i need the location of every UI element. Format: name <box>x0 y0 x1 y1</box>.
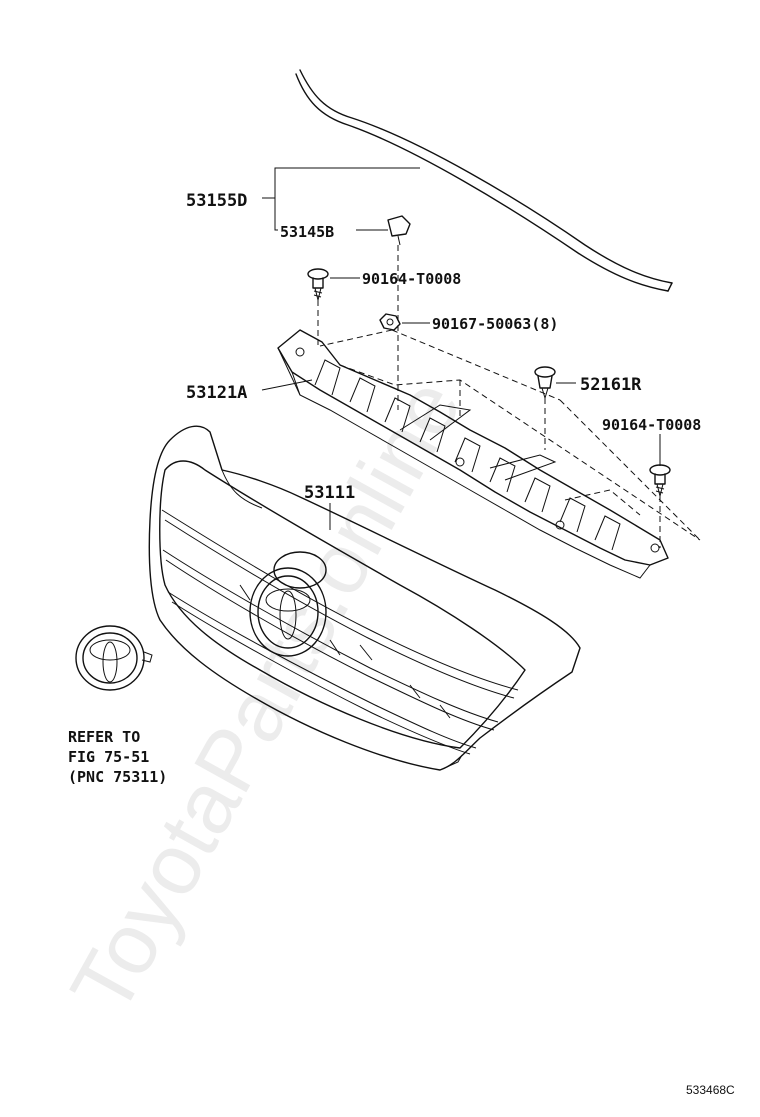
assembly-dashed-lines <box>317 245 701 548</box>
watermark-text: ToyotaParts.online <box>53 364 480 1029</box>
toyota-emblem-reference <box>75 625 153 691</box>
label-53111: 53111 <box>304 483 355 503</box>
front-grille <box>148 425 581 771</box>
reference-note-line1: REFER TO <box>68 728 140 746</box>
label-52161r: 52161R <box>580 375 642 395</box>
label-53145b: 53145B <box>280 223 334 241</box>
figure-id: 533468C <box>686 1083 735 1097</box>
label-90164-right: 90164-T0008 <box>602 416 701 434</box>
reference-note-line3: (PNC 75311) <box>68 768 167 786</box>
clip-53145b <box>387 215 411 246</box>
hood-seal-strip <box>295 69 673 292</box>
label-90167: 90167-50063(8) <box>432 315 558 333</box>
nut-90167 <box>379 313 401 331</box>
reference-note-line2: FIG 75-51 <box>68 748 149 766</box>
label-90164-top: 90164-T0008 <box>362 270 461 288</box>
screw-90164-top <box>307 268 329 301</box>
grille-retainer <box>277 329 669 579</box>
label-53155d: 53155D <box>186 191 247 211</box>
screw-90164-right <box>649 464 671 497</box>
label-53121a: 53121A <box>186 383 247 403</box>
leader-lines <box>261 167 661 530</box>
